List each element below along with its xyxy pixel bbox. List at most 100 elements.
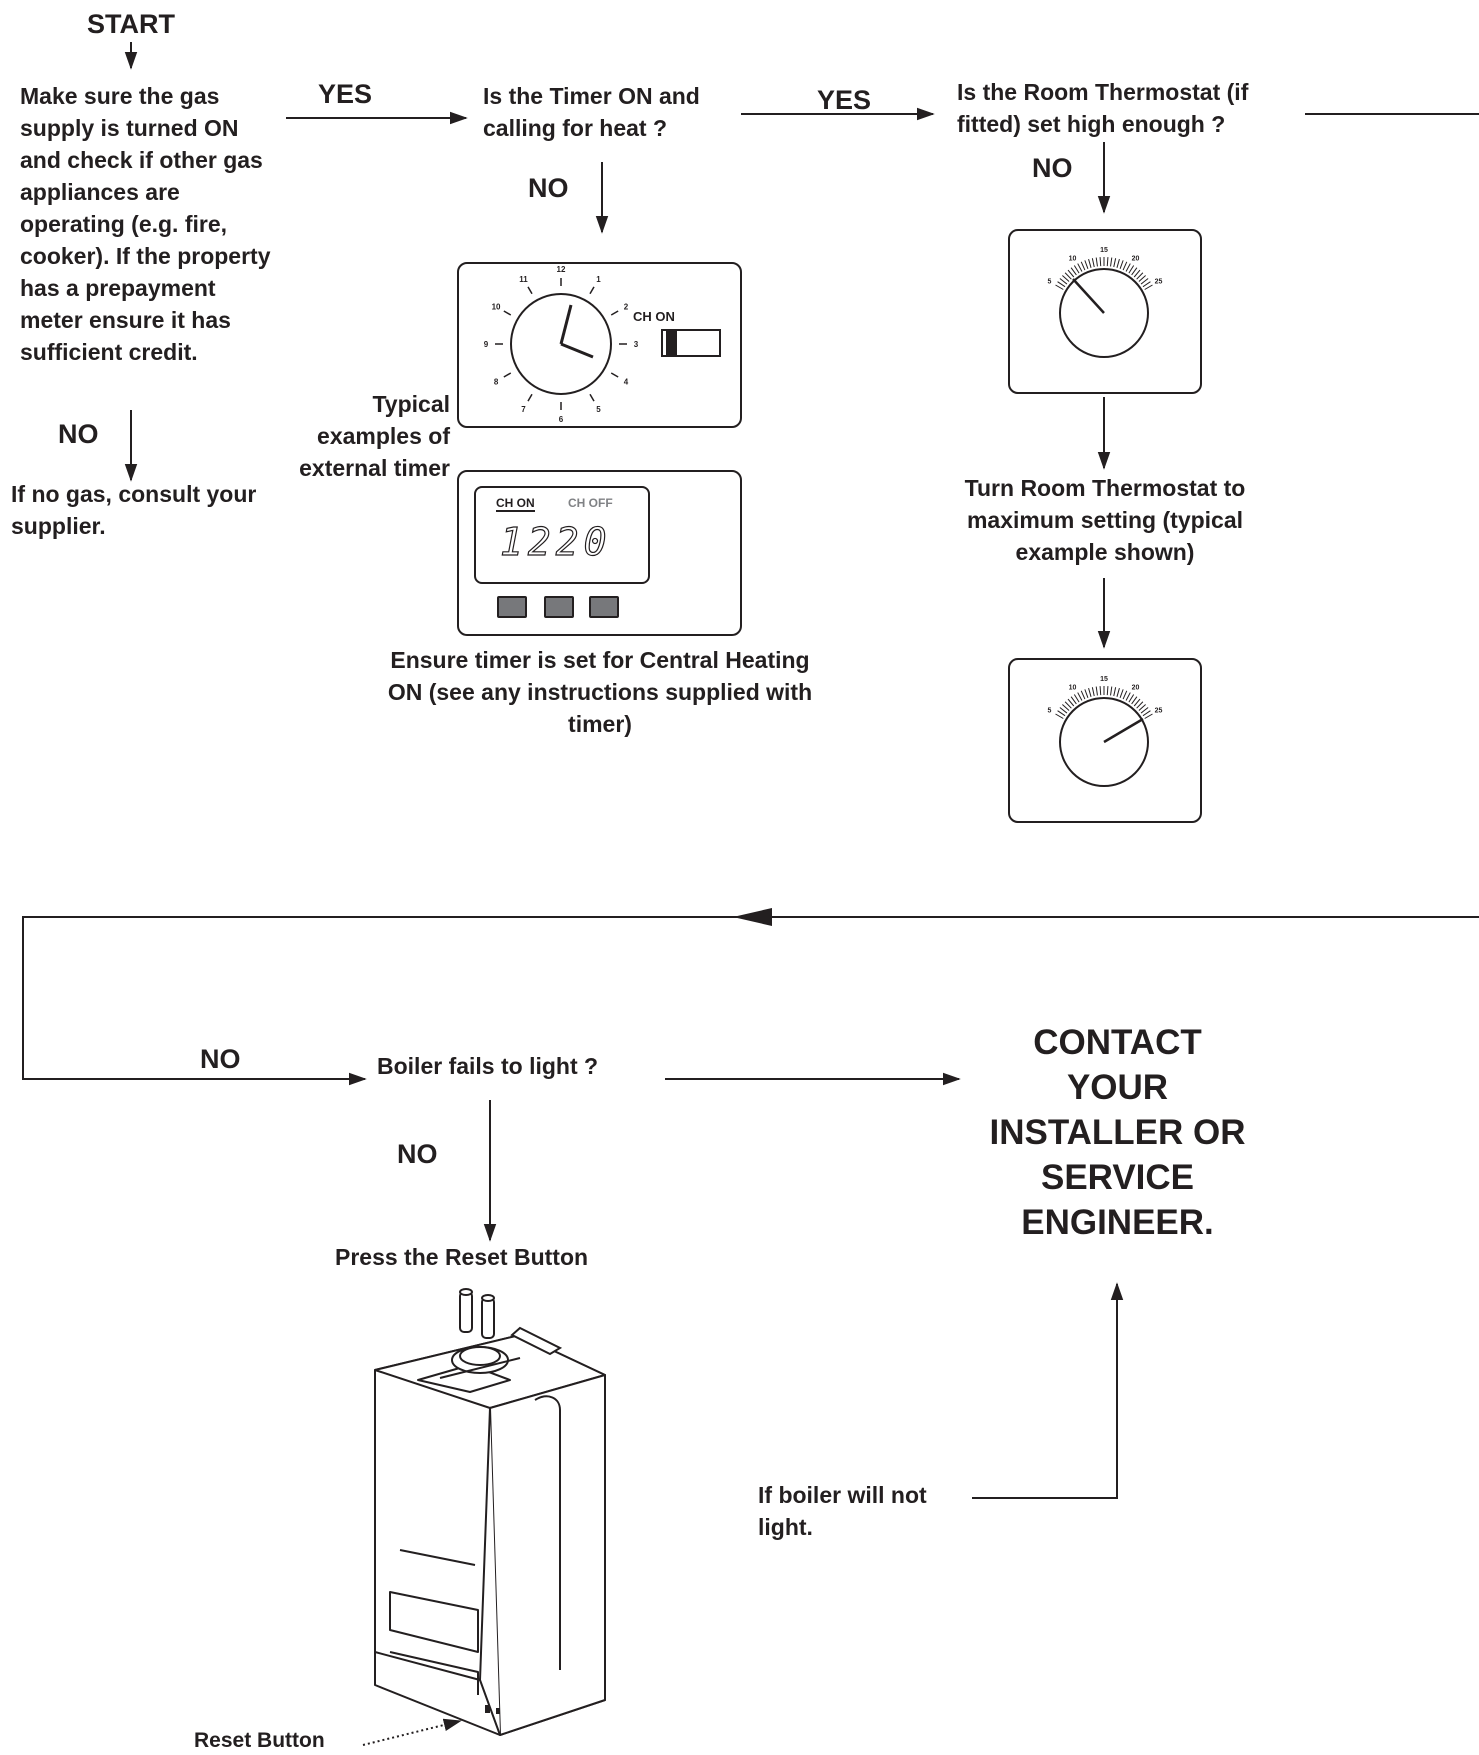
boiler-icon [374, 1288, 606, 1736]
timer-instruction: Ensure timer is set for Central Heating … [387, 647, 813, 737]
thermostat-scale-label: 25 [1155, 279, 1163, 286]
thermostat-scale-tick [1095, 257, 1098, 267]
thermostat-scale-tick [1144, 713, 1153, 719]
thermostat-scale-tick [1077, 692, 1083, 701]
thermostat-scale-label: 15 [1100, 676, 1108, 683]
thermostat-scale-tick [1067, 698, 1075, 707]
timer-dial-tick [503, 372, 512, 378]
thermostat-scale-tick [1077, 263, 1083, 272]
thermostat-scale-tick [1091, 687, 1095, 697]
timer-dial-number: 6 [559, 415, 564, 424]
digital-readout: 1220 [499, 520, 612, 564]
thermostat-scale-tick [1142, 281, 1151, 288]
thermostat-scale-tick [1128, 265, 1135, 274]
thermostat-scale-tick [1088, 688, 1092, 697]
thermostat-scale-tick [1067, 269, 1075, 278]
timer-question: Is the Timer ON and calling for heat ? [483, 83, 700, 141]
timer-dial-number: 12 [557, 265, 566, 274]
thermostat-question: Is the Room Thermostat (if fitted) set h… [957, 79, 1249, 137]
digital-display: CH ON CH OFF 1220 [474, 486, 650, 584]
contact-text: CONTACT YOUR INSTALLER OR SERVICE ENGINE… [950, 1020, 1285, 1245]
thermostat-scale-tick [1116, 259, 1120, 268]
thermostat-scale-tick [1080, 261, 1086, 271]
timer-button-3[interactable] [589, 596, 619, 618]
thermostat-scale-tick [1059, 278, 1068, 285]
thermostat-scale-tick [1131, 267, 1138, 276]
thermostat-scale-label: 10 [1069, 684, 1077, 691]
yes-label-gas: YES [318, 79, 373, 109]
thermostat-scale-tick [1062, 704, 1070, 711]
timer-dial-tick [503, 310, 512, 316]
thermostat-scale-tick [1125, 692, 1131, 701]
timer-button-2[interactable] [544, 596, 574, 618]
thermostat-scale-tick [1064, 272, 1072, 280]
timer-dial-tick [527, 286, 533, 295]
contact-line-2: YOUR [1066, 1068, 1169, 1107]
boiler-no-in-label: NO [200, 1044, 241, 1074]
thermostat-scale-tick [1138, 704, 1146, 711]
thermostat-scale-label: 15 [1100, 247, 1108, 254]
arrow-not-light [972, 1282, 1124, 1499]
thermostat-scale-tick [1136, 272, 1144, 280]
timer-dial-tick [527, 393, 533, 402]
thermostat-scale-tick [1099, 257, 1102, 267]
thermostat-scale-tick [1119, 260, 1124, 270]
thermostat-scale-tick [1080, 690, 1086, 700]
not-light-text: If boiler will not light. [758, 1482, 927, 1540]
reset-pointer [362, 1718, 462, 1746]
thermostat-scale-tick [1099, 686, 1102, 696]
thermostat-scale-label: 5 [1047, 279, 1051, 286]
contact-line-4: SERVICE [1040, 1158, 1195, 1197]
start-label: START [87, 9, 175, 39]
thermostat-scale-tick [1122, 690, 1128, 700]
timer-dial-number: 5 [596, 405, 601, 414]
thermostat-scale-tick [1125, 263, 1131, 272]
thermostat-scale-tick [1140, 707, 1149, 714]
ch-off-label: CH OFF [568, 496, 613, 510]
thermostat-scale-tick [1138, 275, 1146, 282]
thermostat-scale-tick [1106, 257, 1109, 267]
timer-dial-number: 7 [521, 405, 526, 414]
timer-dial-tick [589, 286, 595, 295]
thermostat-scale-tick [1095, 686, 1098, 696]
timer-dial-number: 2 [624, 303, 629, 312]
thermostat-scale-tick [1055, 284, 1064, 290]
thermostat-scale-tick [1128, 694, 1135, 703]
thermostat-scale-tick [1091, 258, 1095, 268]
timer-dial-tick [589, 393, 595, 402]
timer-dial-number: 4 [624, 378, 629, 387]
thermostat-scale-tick [1110, 686, 1113, 696]
timer-button-1[interactable] [497, 596, 527, 618]
gas-check-text: Make sure the gas supply is turned ON an… [20, 83, 271, 365]
gas-no-label: NO [58, 419, 99, 449]
thermostat-no-label: NO [1032, 153, 1073, 183]
thermostat-scale-label: 20 [1132, 684, 1140, 691]
thermostat-scale-tick [1133, 698, 1141, 707]
reset-button-caption: Reset Button [194, 1729, 325, 1752]
thermostat-scale-tick [1113, 258, 1117, 268]
thermostat-scale-tick [1113, 687, 1117, 697]
boiler-no-label: NO [397, 1139, 438, 1169]
timer-no-label: NO [528, 173, 569, 203]
thermostat-scale-tick [1055, 713, 1064, 719]
thermostat-instruction: Turn Room Thermostat to maximum setting … [964, 475, 1246, 565]
thermostat-scale-tick [1133, 269, 1141, 278]
thermostat-scale-tick [1070, 696, 1077, 705]
thermostat-scale-tick [1084, 689, 1089, 699]
timer-dial-number: 3 [634, 340, 639, 349]
contact-line-1: CONTACT [1033, 1023, 1202, 1062]
thermostat-scale-tick [1064, 701, 1072, 709]
thermostat-scale-tick [1122, 261, 1128, 271]
thermostat-scale-tick [1106, 686, 1109, 696]
thermostat-scale-tick [1110, 257, 1113, 267]
boiler-question: Boiler fails to light ? [377, 1053, 599, 1079]
ch-on-label: CH ON [496, 496, 535, 512]
timer-examples-caption: Typical examples of external timer [299, 391, 450, 481]
thermostat-scale-tick [1057, 710, 1066, 717]
